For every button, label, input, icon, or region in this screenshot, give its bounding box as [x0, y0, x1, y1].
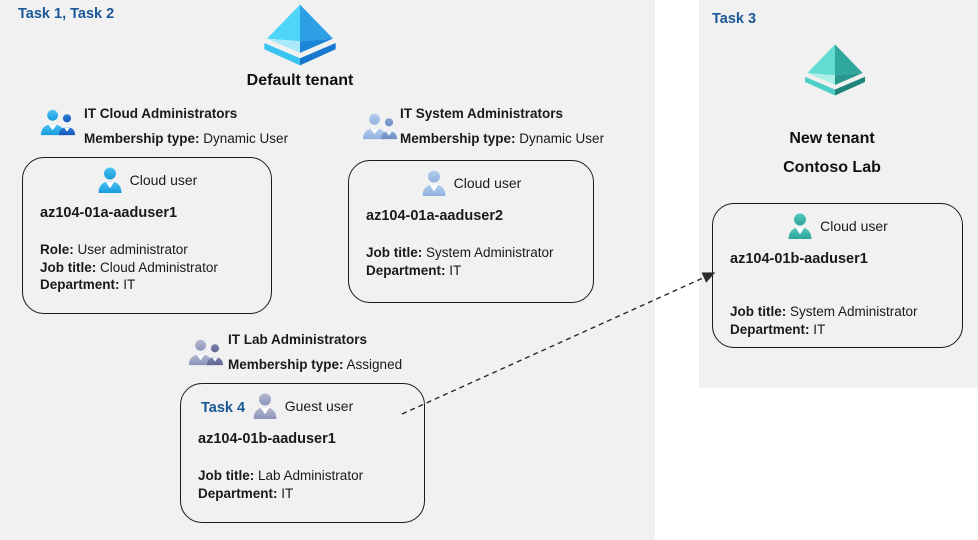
group-title: IT Cloud Administrators	[84, 106, 238, 121]
group-icon	[188, 339, 224, 366]
user-kind-row: Cloud user	[349, 170, 593, 196]
cloud-user-icon	[422, 170, 446, 196]
group-system-admins-header: IT System Administrators Membership type…	[400, 101, 604, 151]
group-icon	[362, 113, 398, 140]
user-kind-row: Cloud user	[713, 213, 962, 239]
new-tenant-user-card: Cloud user az104-01b-aaduser1 Job title:…	[712, 203, 963, 348]
default-tenant-title: Default tenant	[246, 72, 354, 89]
group-membership: Membership type: Assigned	[228, 357, 403, 372]
user-card-aaduser2: Cloud user az104-01a-aaduser2 Job title:…	[348, 160, 594, 303]
cloud-user-icon	[98, 167, 122, 193]
group-lab-admins-header: IT Lab Administrators Membership type: A…	[228, 327, 402, 377]
user-name: az104-01b-aaduser1	[198, 431, 336, 447]
guest-user-card: Task 4 Guest user az104-01b-aaduser1 Job…	[180, 383, 425, 523]
group-icon	[40, 109, 76, 136]
new-tenant-title: New tenant Contoso Lab	[783, 130, 881, 176]
user-card-aaduser1: Cloud user az104-01a-aaduser1 Role: User…	[22, 157, 272, 314]
task-4-label: Task 4	[201, 400, 246, 416]
group-membership: Membership type: Dynamic User	[84, 131, 289, 146]
group-title: IT Lab Administrators	[228, 332, 368, 347]
task-1-2-label: Task 1, Task 2	[18, 6, 115, 22]
cloud-user-icon	[788, 213, 812, 239]
user-kind-row: Cloud user	[23, 167, 271, 193]
user-kind-row: Guest user	[181, 393, 424, 419]
user-details: Job title: System Administrator Departme…	[730, 304, 918, 337]
new-tenant-icon	[805, 44, 865, 96]
group-title: IT System Administrators	[400, 106, 564, 121]
group-cloud-admins-header: IT Cloud Administrators Membership type:…	[84, 101, 288, 151]
user-name: az104-01a-aaduser2	[366, 208, 504, 224]
user-details: Role: User administrator Job title: Clou…	[40, 242, 218, 292]
user-kind-label: Cloud user	[129, 172, 198, 188]
default-tenant-panel	[0, 0, 655, 540]
user-name: az104-01a-aaduser1	[40, 205, 178, 221]
guest-user-icon	[253, 393, 277, 419]
user-kind-label: Cloud user	[820, 218, 888, 234]
azure-ad-tenant-icon	[264, 4, 336, 66]
user-name: az104-01b-aaduser1	[730, 251, 868, 267]
user-details: Job title: Lab Administrator Department:…	[198, 468, 364, 501]
user-kind-label: Cloud user	[453, 175, 522, 191]
user-kind-label: Guest user	[284, 398, 354, 414]
group-membership: Membership type: Dynamic User	[400, 131, 605, 146]
task-3-label: Task 3	[712, 11, 757, 27]
user-details: Job title: System Administrator Departme…	[366, 245, 554, 278]
